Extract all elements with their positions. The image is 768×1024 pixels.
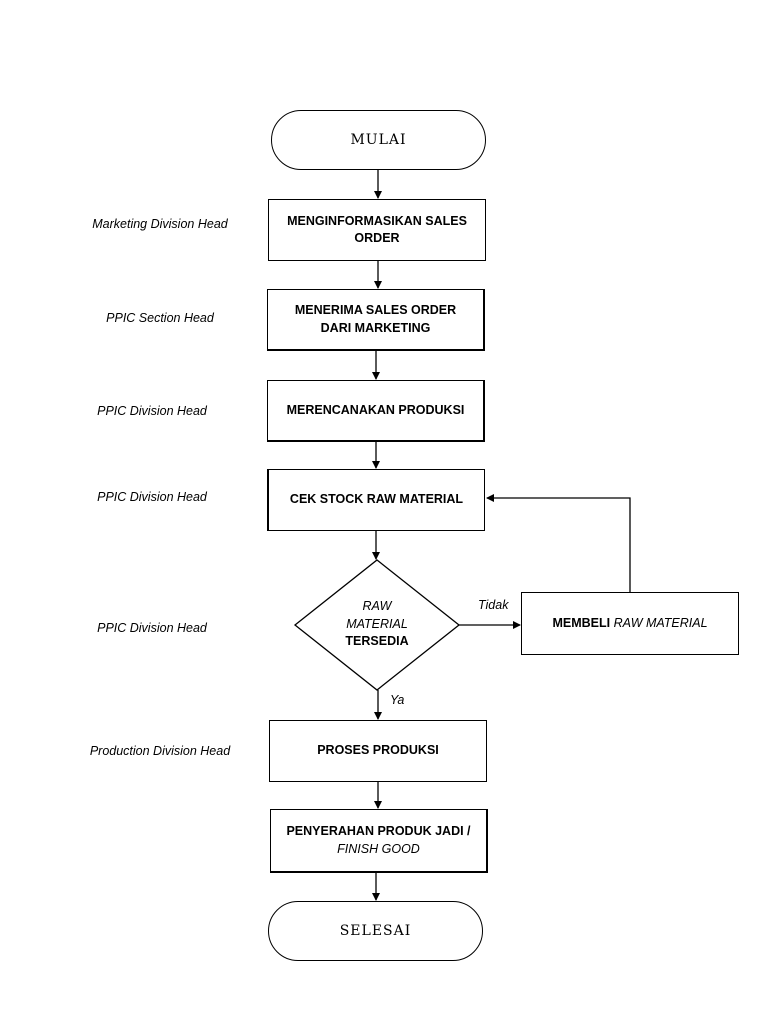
role-label-ppic-division-head-check: PPIC Division Head: [97, 490, 207, 504]
role-label-marketing-division-head: Marketing Division Head: [92, 217, 228, 231]
decision-line-raw: RAW: [362, 599, 392, 613]
decision-line-tersedia: TERSEDIA: [345, 634, 409, 648]
end-label: SELESAI: [339, 923, 412, 939]
decision-line-material: MATERIAL: [346, 616, 408, 631]
step-production-process: PROSES PRODUKSI: [269, 720, 487, 782]
decision-text: RAW MATERIAL TERSEDIA: [317, 598, 437, 651]
step-check-stock: CEK STOCK RAW MATERIAL: [267, 469, 485, 531]
decision-diamond: [293, 559, 461, 691]
end-terminal: SELESAI: [268, 901, 483, 961]
step-handover-finish-good: PENYERAHAN PRODUK JADI / FINISH GOOD: [270, 809, 488, 873]
step-receive-sales-order: MENERIMA SALES ORDER DARI MARKETING: [267, 289, 485, 351]
step-plan-production: MERENCANAKAN PRODUKSI: [267, 380, 485, 442]
step-production-process-text: PROSES PRODUKSI: [317, 743, 439, 758]
role-label-ppic-section-head: PPIC Section Head: [106, 311, 214, 325]
step-plan-production-text: MERENCANAKAN PRODUKSI: [286, 402, 465, 417]
role-label-ppic-division-head-plan: PPIC Division Head: [97, 404, 207, 418]
step-handover-text: PENYERAHAN PRODUK JADI / FINISH GOOD: [286, 823, 470, 858]
role-label-production-division-head: Production Division Head: [89, 744, 231, 758]
start-terminal: MULAI: [271, 110, 486, 170]
decision-yes-label: Ya: [390, 693, 405, 707]
step-buy-raw-material: MEMBELI RAW MATERIAL: [521, 592, 739, 655]
role-label-ppic-division-head-decision: PPIC Division Head: [97, 621, 207, 635]
step-inform-sales-order-text: MENGINFORMASIKAN SALES ORDER: [287, 213, 467, 246]
step-buy-raw-material-text: MEMBELI RAW MATERIAL: [552, 615, 707, 633]
step-handover-line2: FINISH GOOD: [337, 841, 420, 856]
step-handover-line1: PENYERAHAN PRODUK JADI /: [286, 824, 471, 838]
step-receive-sales-order-text: MENERIMA SALES ORDER DARI MARKETING: [294, 303, 457, 335]
arrow-buy-to-check: [486, 494, 631, 592]
step-buy-prefix: MEMBELI: [552, 615, 611, 630]
step-check-stock-text: CEK STOCK RAW MATERIAL: [289, 492, 464, 507]
step-inform-sales-order: MENGINFORMASIKAN SALES ORDER: [268, 199, 486, 261]
start-label: MULAI: [350, 132, 407, 148]
decision-no-label: Tidak: [478, 598, 509, 612]
step-buy-italic: RAW MATERIAL: [613, 615, 708, 630]
